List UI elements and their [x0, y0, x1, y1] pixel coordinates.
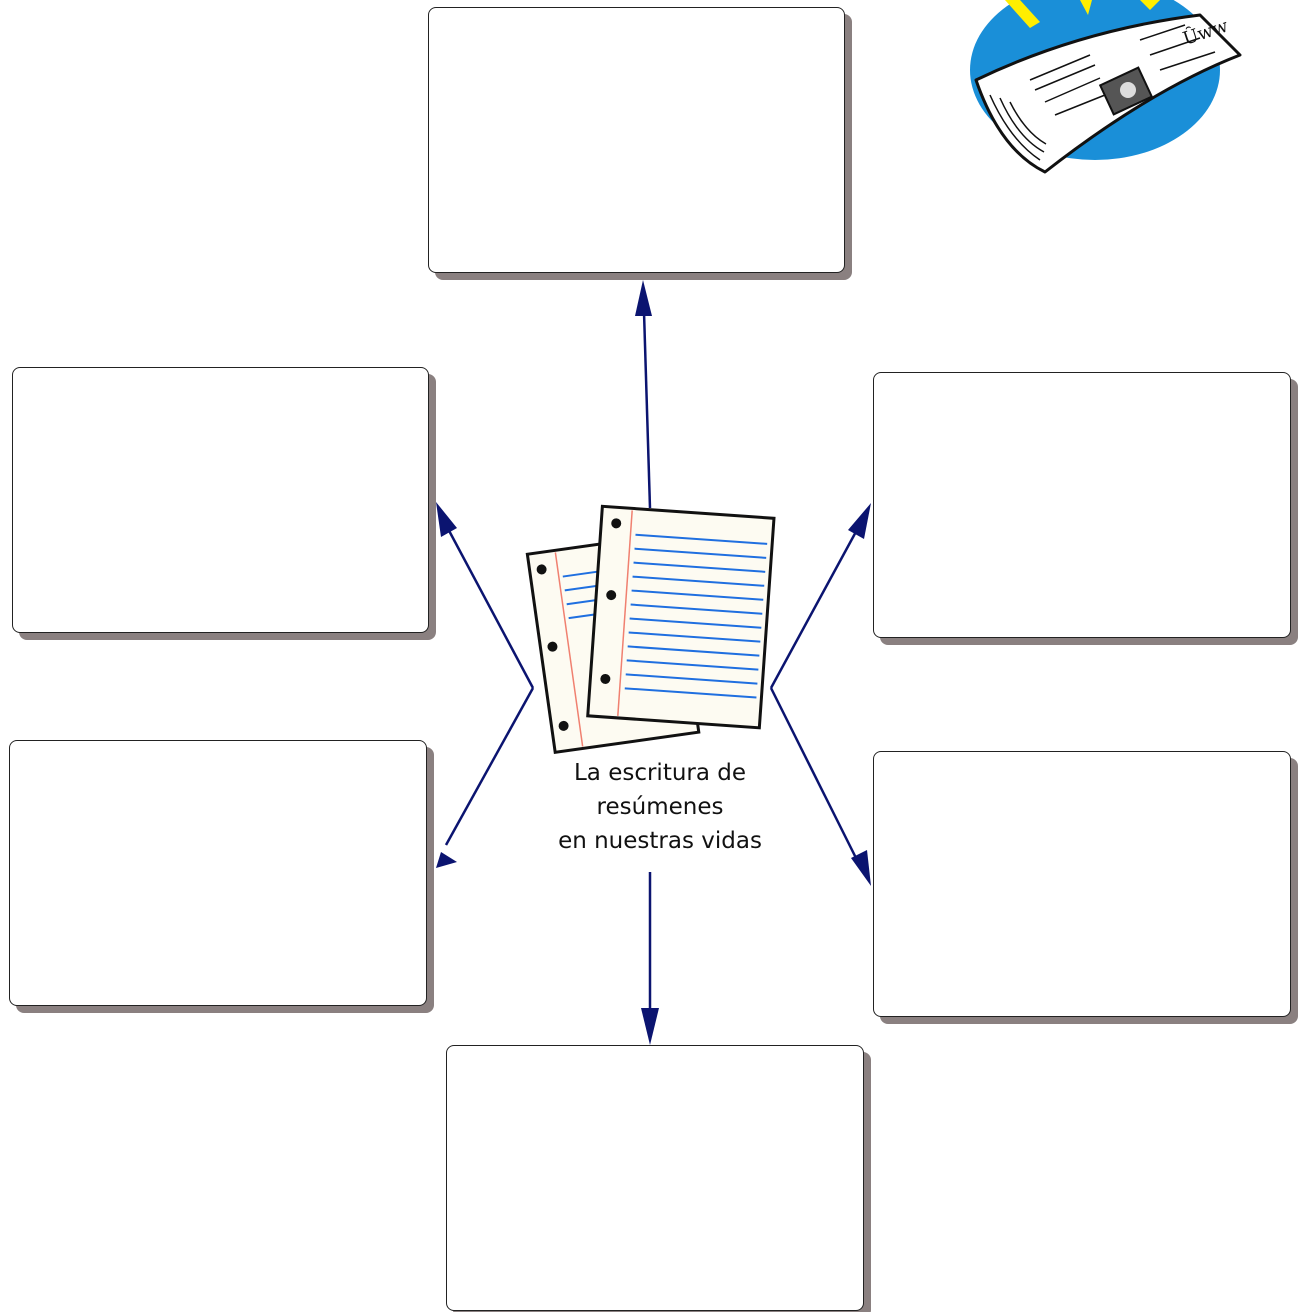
arrow-to-left-upper [444, 524, 535, 689]
box-left-lower[interactable] [9, 740, 427, 1006]
box-top[interactable] [428, 7, 845, 273]
arrow-to-top [642, 311, 652, 509]
arrow-to-right-upper [769, 527, 860, 689]
center-label-line-3: en nuestras vidas [558, 828, 762, 854]
box-right-lower[interactable] [873, 751, 1291, 1017]
arrow-to-left-lower [444, 687, 535, 846]
center-label-line-1: La escritura de [573, 760, 747, 786]
center-topic-label: La escritura de resúmenes en nuestras vi… [500, 756, 820, 858]
box-left-upper[interactable] [12, 367, 429, 633]
arrow-to-right-lower [769, 687, 860, 863]
box-right-upper[interactable] [873, 372, 1291, 638]
box-bottom[interactable] [446, 1045, 864, 1311]
center-label-line-2: resúmenes [596, 794, 724, 820]
